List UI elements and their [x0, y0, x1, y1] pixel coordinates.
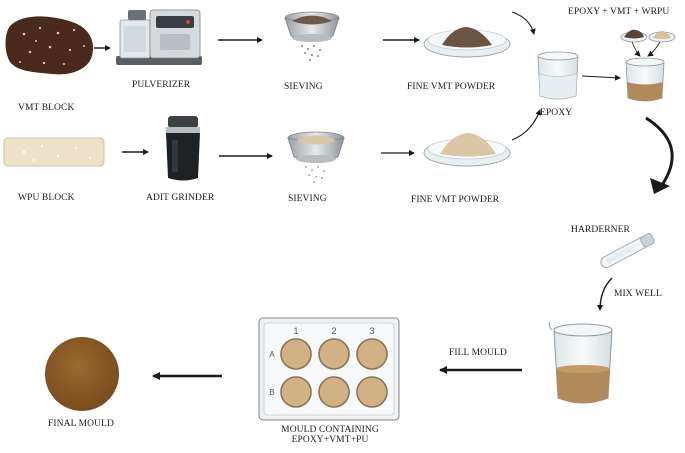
- pulverizer-icon: [116, 9, 202, 65]
- plate-row-a: A: [269, 350, 275, 359]
- plate-row-b: B: [269, 388, 274, 397]
- petri-dish-bottom-icon: [423, 133, 511, 167]
- vmt-block-icon: [5, 16, 94, 75]
- plate-col-1: 1: [293, 326, 298, 336]
- label-mould-containing-line2: EPOXY+VMT+PU: [291, 435, 369, 445]
- label-hardener: HARDERNER: [571, 225, 630, 235]
- label-final-mould: FINAL MOULD: [48, 419, 114, 429]
- plate-col-2: 2: [331, 326, 336, 336]
- petri-dish-top-icon: [423, 27, 511, 58]
- arrow-big-curve: [645, 116, 674, 189]
- arrow-big-curve-head: [650, 178, 670, 194]
- arrow-hardener-to-mix: [597, 277, 613, 311]
- label-fine-vmt-top: FINE VMT POWDER: [407, 82, 496, 92]
- sieve-top-icon: [284, 11, 340, 61]
- arrow-epoxy-to-mix: [581, 74, 621, 81]
- well-plate-icon: 1 2 3 A B: [258, 317, 400, 421]
- plate-col-3: 3: [369, 326, 374, 336]
- sieve-bottom-icon: [287, 131, 345, 183]
- label-epoxy-vmt-wrpu: EPOXY + VMT + WRPU: [568, 7, 670, 17]
- label-mould-containing-line1: MOULD CONTAINING: [281, 425, 379, 435]
- label-pulverizer: PULVERIZER: [132, 80, 191, 90]
- label-vmt-block: VMT BLOCK: [18, 103, 75, 113]
- big-beaker-icon: [548, 321, 613, 404]
- mini-petri-dishes-icon: [620, 29, 676, 57]
- label-fill-mould: FILL MOULD: [449, 348, 507, 358]
- arrow-powder-to-epoxy-curve-bottom: [511, 109, 542, 141]
- label-mould-containing: MOULD CONTAINING EPOXY+VMT+PU: [268, 425, 392, 445]
- label-fine-vmt-bottom: FINE VMT POWDER: [411, 195, 500, 205]
- adit-grinder-icon: [166, 116, 200, 181]
- label-mix-well: MIX WELL: [614, 289, 662, 299]
- label-sieving-top: SIEVING: [284, 82, 323, 92]
- epoxy-beaker-icon: [537, 51, 579, 100]
- arrow-powder-to-epoxy-curve-top: [511, 11, 536, 35]
- label-wpu-block: WPU BLOCK: [18, 193, 75, 203]
- label-sieving-bottom: SIEVING: [288, 194, 327, 204]
- hardener-tube-icon: [600, 233, 655, 268]
- final-mould-icon: [45, 337, 119, 411]
- wpu-block-icon: [3, 137, 105, 167]
- label-epoxy: EPOXY: [540, 108, 573, 118]
- mix-beaker-top-icon: [625, 57, 665, 102]
- label-adit-grinder: ADIT GRINDER: [146, 193, 215, 203]
